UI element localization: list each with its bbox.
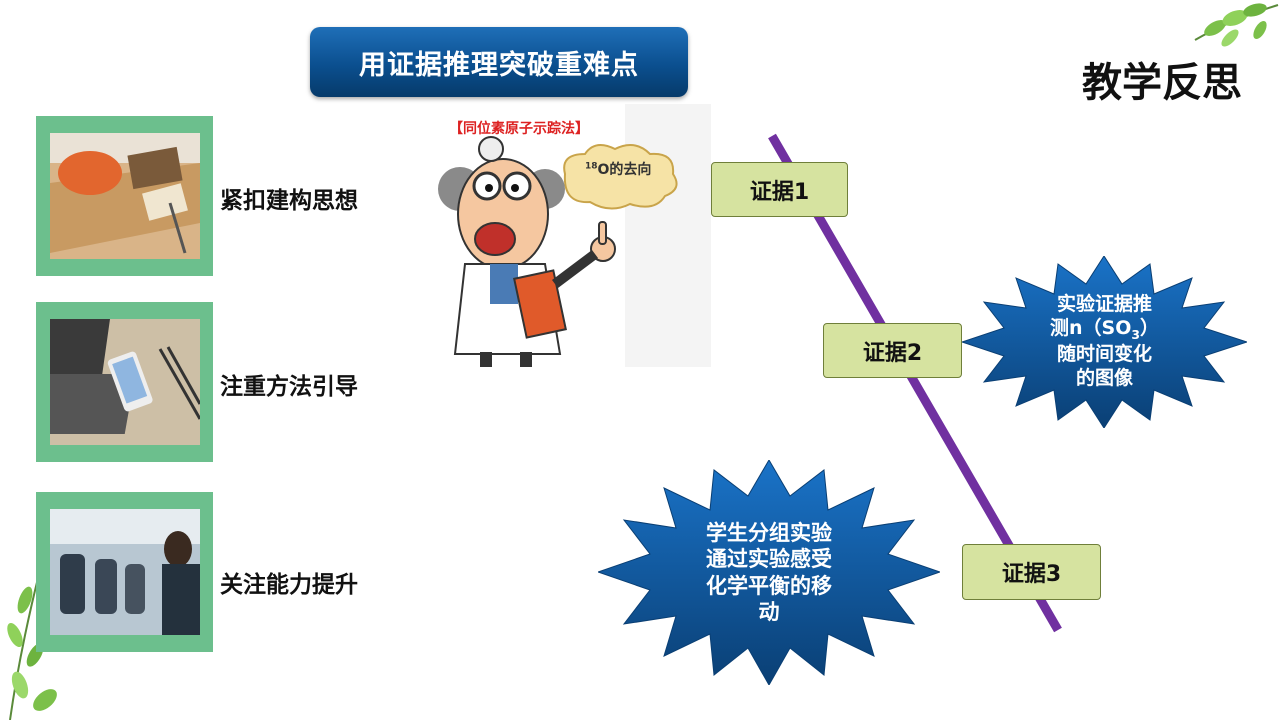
cabin-photo <box>49 509 200 635</box>
starburst-text-left: 学生分组实验 通过实验感受 化学平衡的移 动 <box>678 500 860 645</box>
evidence-box-1: 证据1 <box>711 162 848 217</box>
isotope-tracer-cartoon: 【同位素原子示踪法】 18O的去向 <box>425 104 711 367</box>
burst-left-line2: 通过实验感受 <box>706 547 832 572</box>
title-badge: 用证据推理突破重难点 <box>310 27 688 97</box>
point-label-method: 注重方法引导 <box>220 374 358 400</box>
isotope-mass-number: 18 <box>585 161 598 172</box>
cloud-label: O的去向 <box>597 162 652 178</box>
cartoon-caption: 【同位素原子示踪法】 <box>449 121 589 137</box>
photo-card-laptop <box>36 302 213 462</box>
point-label-ability: 关注能力提升 <box>220 572 358 598</box>
evidence-box-2: 证据2 <box>823 323 962 378</box>
evidence-box-3: 证据3 <box>962 544 1101 600</box>
leaf-decoration-top-right <box>1194 3 1279 47</box>
burst-right-line2: 测n（SO3） <box>1050 317 1159 342</box>
burst-right-line1: 实验证据推 <box>1056 293 1152 316</box>
desk-photo <box>49 133 200 259</box>
burst-right-line3: 随时间变化 <box>1056 343 1152 366</box>
burst-right-line4: 的图像 <box>1075 366 1133 389</box>
page-title: 教学反思 <box>1082 60 1242 106</box>
starburst-group-experiment: 学生分组实验 通过实验感受 化学平衡的移 动 <box>596 459 942 687</box>
photo-card-desk <box>36 116 213 276</box>
speech-cloud-text: 18O的去向 <box>585 159 651 179</box>
starburst-experiment-evidence: 实验证据推 测n（SO3） 随时间变化 的图像 <box>960 255 1249 429</box>
laptop-photo <box>49 319 200 445</box>
burst-left-line4: 动 <box>758 599 780 624</box>
photo-card-cabin <box>36 492 213 652</box>
burst-left-line1: 学生分组实验 <box>706 521 832 545</box>
starburst-text-right: 实验证据推 测n（SO3） 随时间变化 的图像 <box>1022 280 1187 404</box>
leaf-decoration-bottom-left <box>7 569 57 720</box>
scientist-illustration <box>425 104 678 367</box>
burst-left-line3: 化学平衡的移 <box>706 573 832 598</box>
point-label-construct: 紧扣建构思想 <box>220 188 358 214</box>
